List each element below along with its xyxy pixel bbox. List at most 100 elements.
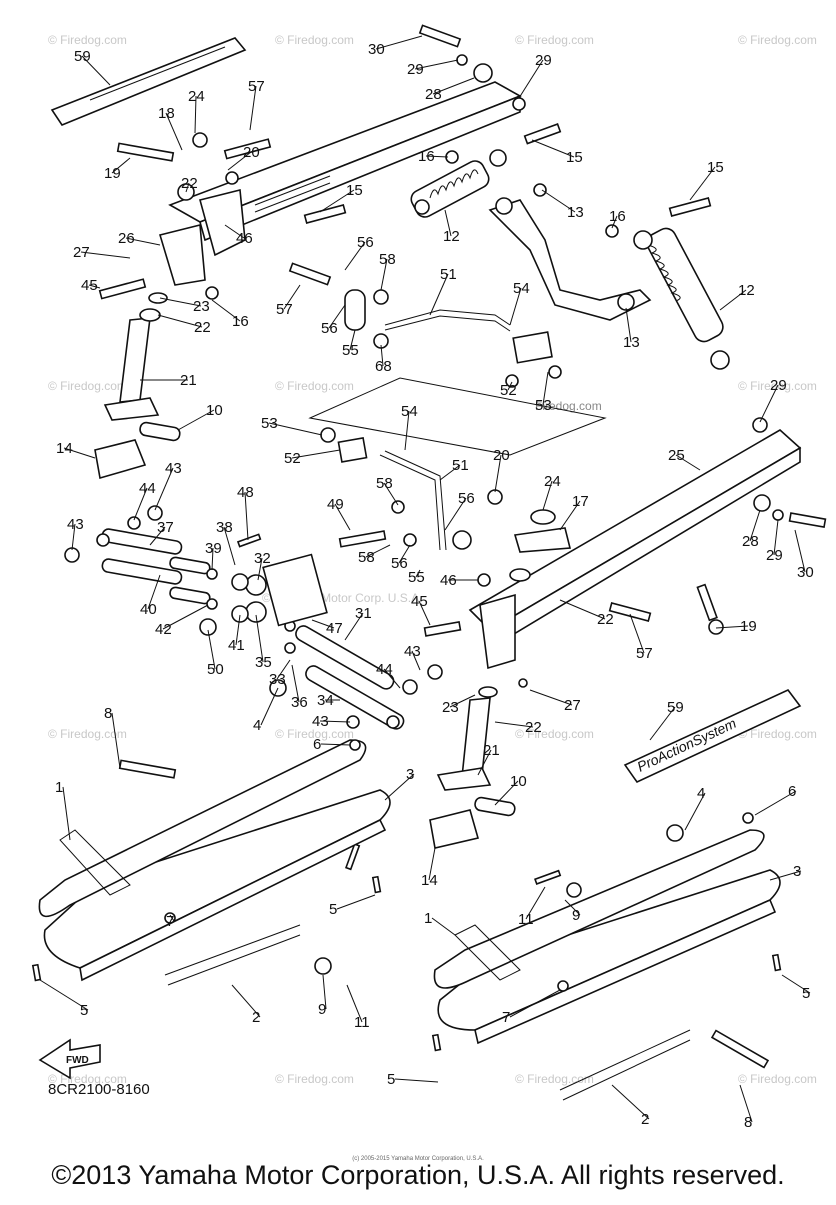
part-callout[interactable]: 5 [387,1071,395,1088]
part-callout[interactable]: 15 [707,159,724,176]
part-callout[interactable]: 46 [440,572,457,589]
part-callout[interactable]: 29 [766,547,783,564]
part-callout[interactable]: 14 [421,872,438,889]
part-callout[interactable]: 59 [667,699,684,716]
part-callout[interactable]: 1 [424,910,432,927]
part-callout[interactable]: 21 [483,742,500,759]
part-callout[interactable]: 5 [329,901,337,918]
part-callout[interactable]: 43 [312,713,329,730]
part-callout[interactable]: 55 [408,569,425,586]
part-callout[interactable]: 19 [104,165,121,182]
part-callout[interactable]: 53 [535,397,552,414]
part-callout[interactable]: 33 [269,671,286,688]
part-callout[interactable]: 29 [407,61,424,78]
part-callout[interactable]: 9 [572,907,580,924]
part-callout[interactable]: 58 [376,475,393,492]
part-callout[interactable]: 16 [232,313,249,330]
part-callout[interactable]: 3 [406,766,414,783]
part-callout[interactable]: 24 [544,473,561,490]
part-callout[interactable]: 29 [770,377,787,394]
part-callout[interactable]: 9 [318,1001,326,1018]
part-callout[interactable]: 10 [510,773,527,790]
part-callout[interactable]: 2 [641,1111,649,1128]
part-callout[interactable]: 58 [379,251,396,268]
part-callout[interactable]: 10 [206,402,223,419]
part-callout[interactable]: 57 [248,78,265,95]
part-callout[interactable]: 7 [166,913,174,930]
part-callout[interactable]: 22 [181,175,198,192]
part-callout[interactable]: 7 [502,1009,510,1026]
part-callout[interactable]: 14 [56,440,73,457]
part-callout[interactable]: 21 [180,372,197,389]
part-callout[interactable]: 2 [252,1009,260,1026]
part-callout[interactable]: 36 [291,694,308,711]
part-callout[interactable]: 52 [284,450,301,467]
part-callout[interactable]: 59 [74,48,91,65]
part-callout[interactable]: 57 [636,645,653,662]
part-callout[interactable]: 1 [55,779,63,796]
part-callout[interactable]: 56 [458,490,475,507]
part-callout[interactable]: 6 [788,783,796,800]
part-callout[interactable]: 57 [276,301,293,318]
part-callout[interactable]: 68 [375,358,392,375]
part-callout[interactable]: 13 [567,204,584,221]
part-callout[interactable]: 5 [802,985,810,1002]
part-callout[interactable]: 54 [401,403,418,420]
part-callout[interactable]: 58 [358,549,375,566]
part-callout[interactable]: 25 [668,447,685,464]
part-callout[interactable]: 31 [355,605,372,622]
part-callout[interactable]: 18 [158,105,175,122]
part-callout[interactable]: 40 [140,601,157,618]
part-callout[interactable]: 55 [342,342,359,359]
part-callout[interactable]: 16 [418,148,435,165]
part-callout[interactable]: 50 [207,661,224,678]
part-callout[interactable]: 22 [194,319,211,336]
part-callout[interactable]: 3 [793,863,801,880]
part-callout[interactable]: 4 [253,717,261,734]
part-callout[interactable]: 24 [188,88,205,105]
part-callout[interactable]: 22 [525,719,542,736]
part-callout[interactable]: 27 [73,244,90,261]
part-callout[interactable]: 48 [237,484,254,501]
part-callout[interactable]: 13 [623,334,640,351]
part-callout[interactable]: 38 [216,519,233,536]
part-callout[interactable]: 56 [321,320,338,337]
part-callout[interactable]: 32 [254,550,271,567]
part-callout[interactable]: 20 [243,144,260,161]
part-callout[interactable]: 11 [518,911,534,928]
part-callout[interactable]: 45 [411,593,428,610]
part-callout[interactable]: 5 [80,1002,88,1019]
part-callout[interactable]: 37 [157,519,174,536]
part-callout[interactable]: 16 [609,208,626,225]
part-callout[interactable]: 20 [493,447,510,464]
part-callout[interactable]: 23 [193,298,210,315]
part-callout[interactable]: 15 [346,182,363,199]
part-callout[interactable]: 44 [139,480,156,497]
part-callout[interactable]: 47 [326,620,343,637]
part-callout[interactable]: 12 [738,282,755,299]
part-callout[interactable]: 35 [255,654,272,671]
part-callout[interactable]: 8 [104,705,112,722]
part-callout[interactable]: 44 [376,661,393,678]
part-callout[interactable]: 54 [513,280,530,297]
part-callout[interactable]: 43 [404,643,421,660]
part-callout[interactable]: 43 [165,460,182,477]
part-callout[interactable]: 11 [354,1014,370,1031]
part-callout[interactable]: 42 [155,621,172,638]
part-callout[interactable]: 12 [443,228,460,245]
part-callout[interactable]: 41 [228,637,245,654]
part-callout[interactable]: 15 [566,149,583,166]
part-callout[interactable]: 43 [67,516,84,533]
part-callout[interactable]: 28 [742,533,759,550]
part-callout[interactable]: 17 [572,493,589,510]
part-callout[interactable]: 39 [205,540,222,557]
part-callout[interactable]: 53 [261,415,278,432]
part-callout[interactable]: 45 [81,277,98,294]
part-callout[interactable]: 8 [744,1114,752,1131]
part-callout[interactable]: 29 [535,52,552,69]
part-callout[interactable]: 49 [327,496,344,513]
part-callout[interactable]: 56 [391,555,408,572]
part-callout[interactable]: 26 [118,230,135,247]
part-callout[interactable]: 34 [317,692,334,709]
part-callout[interactable]: 6 [313,736,321,753]
